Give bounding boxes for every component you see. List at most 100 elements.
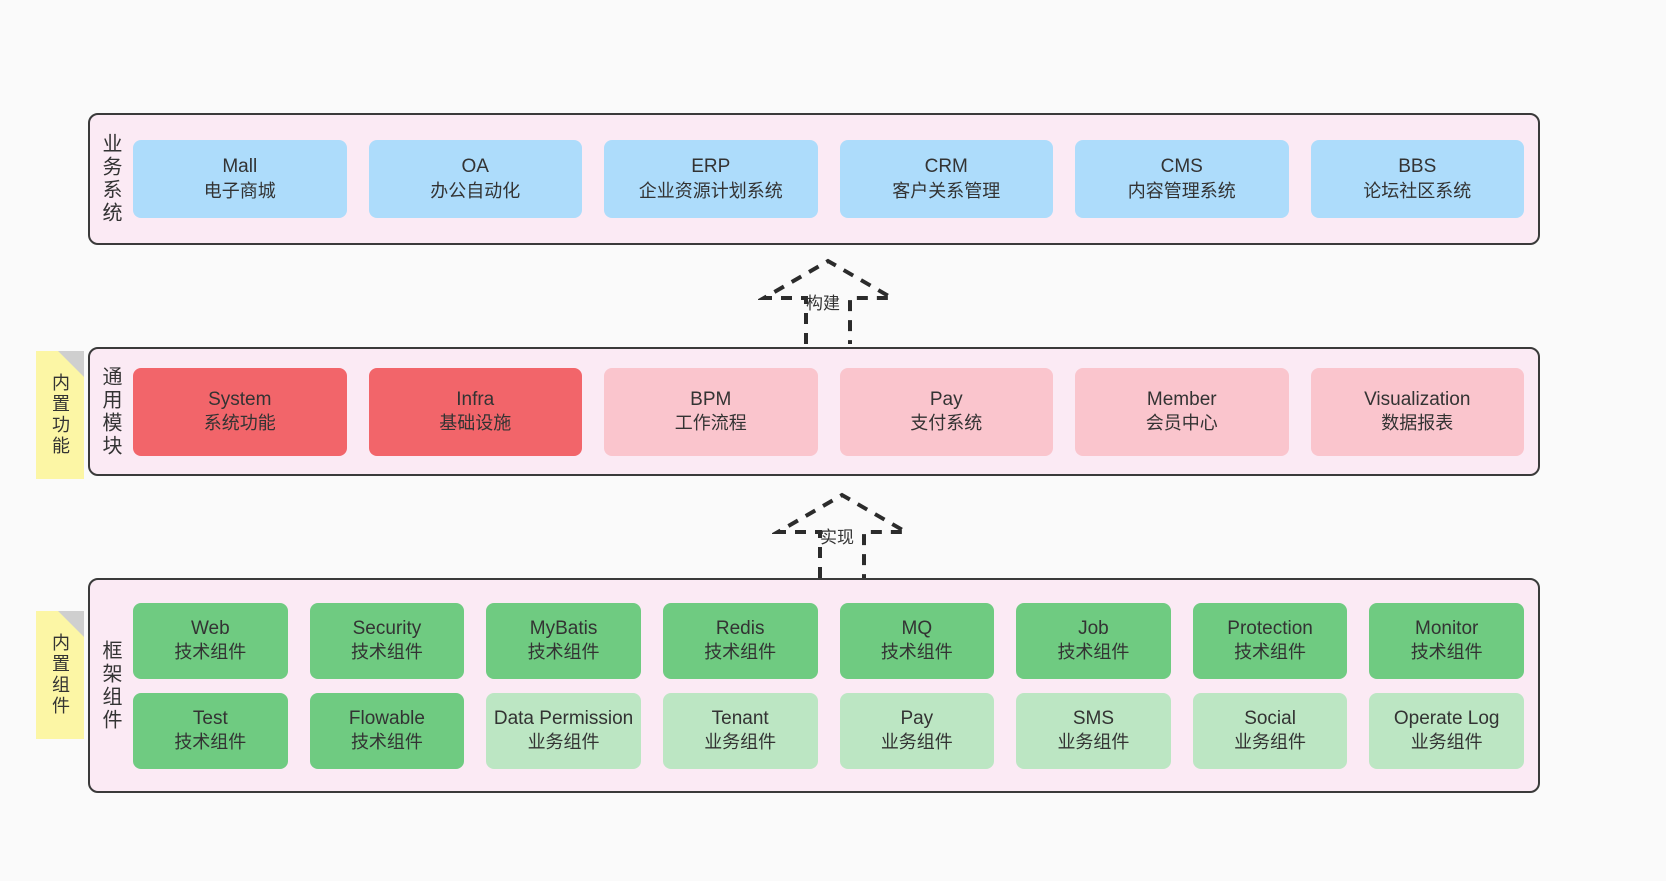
build-arrow-icon — [756, 258, 900, 344]
card-title-en: SMS — [1072, 707, 1115, 729]
card-system[interactable]: System 系统功能 — [133, 367, 347, 456]
card-bbs[interactable]: BBS 论坛社区系统 — [1310, 140, 1524, 218]
card-title-cn: 技术组件 — [350, 732, 423, 753]
card-title-cn: 业务组件 — [880, 732, 953, 753]
card-security[interactable]: Security 技术组件 — [309, 602, 465, 679]
connector-implement-label: 实现 — [820, 528, 854, 547]
card-bpm[interactable]: BPM 工作流程 — [604, 367, 818, 456]
card-social[interactable]: Social 业务组件 — [1192, 692, 1348, 769]
card-title-cn: 业务组件 — [1410, 732, 1483, 753]
card-title-en: Flowable — [348, 707, 425, 729]
sticky-note-label: 内置功能 — [50, 373, 70, 457]
card-title-cn: 技术组件 — [1057, 642, 1130, 663]
implement-arrow-icon — [770, 492, 914, 578]
card-title-en: ERP — [691, 156, 731, 178]
card-tenant[interactable]: Tenant 业务组件 — [662, 692, 818, 769]
card-title-cn: 技术组件 — [1410, 642, 1483, 663]
card-title-cn: 业务组件 — [1057, 732, 1130, 753]
card-title-en: BBS — [1398, 156, 1437, 178]
card-title-en: Infra — [456, 388, 495, 410]
card-job[interactable]: Job 技术组件 — [1016, 602, 1171, 679]
layer-title-framework-components: 框架组件 — [99, 639, 121, 732]
card-title-en: Pay — [900, 707, 934, 729]
card-title-cn: 论坛社区系统 — [1363, 180, 1472, 201]
card-monitor[interactable]: Monitor 技术组件 — [1369, 602, 1524, 679]
card-sms[interactable]: SMS 业务组件 — [1016, 692, 1171, 769]
card-row: Mall 电子商城 OA 办公自动化 ERP 企业资源计划系统 CRM 客户关系… — [133, 140, 1524, 218]
card-web[interactable]: Web 技术组件 — [133, 602, 288, 679]
card-title-cn: 企业资源计划系统 — [638, 180, 783, 201]
card-data-permission[interactable]: Data Permission 业务组件 — [486, 692, 641, 769]
card-title-cn: 支付系统 — [910, 413, 983, 434]
sticky-fold-corner-icon — [58, 611, 84, 637]
card-flowable[interactable]: Flowable 技术组件 — [309, 692, 465, 769]
card-title-cn: 内容管理系统 — [1127, 180, 1236, 201]
card-title-cn: 办公自动化 — [430, 180, 521, 201]
card-title-en: Web — [190, 617, 230, 639]
card-title-cn: 技术组件 — [350, 642, 423, 663]
card-mybatis[interactable]: MyBatis 技术组件 — [486, 602, 641, 679]
card-title-en: OA — [461, 156, 489, 178]
card-mall[interactable]: Mall 电子商城 — [133, 140, 347, 218]
layer-body-business-systems: Mall 电子商城 OA 办公自动化 ERP 企业资源计划系统 CRM 客户关系… — [129, 115, 1538, 243]
sticky-note-label: 内置组件 — [50, 633, 70, 717]
card-title-en: CMS — [1160, 156, 1203, 178]
card-row-technical: Web 技术组件 Security 技术组件 MyBatis 技术组件 Redi… — [133, 602, 1524, 679]
connector-build-label: 构建 — [806, 294, 840, 313]
card-title-en: Member — [1146, 388, 1217, 410]
card-title-cn: 业务组件 — [1234, 732, 1307, 753]
card-redis[interactable]: Redis 技术组件 — [662, 602, 818, 679]
layer-body-common-modules: System 系统功能 Infra 基础设施 BPM 工作流程 Pay 支付系统… — [129, 349, 1538, 474]
card-title-en: Operate Log — [1393, 707, 1500, 729]
card-title-en: CRM — [924, 156, 968, 178]
card-title-en: MQ — [901, 617, 933, 639]
card-title-en: Redis — [715, 617, 765, 639]
card-title-cn: 业务组件 — [704, 732, 777, 753]
card-row: System 系统功能 Infra 基础设施 BPM 工作流程 Pay 支付系统… — [133, 367, 1524, 456]
card-title-cn: 基础设施 — [439, 413, 512, 434]
card-title-en: Social — [1244, 707, 1296, 729]
layer-title-common-modules: 通用模块 — [99, 365, 121, 458]
layer-common-modules: 通用模块 System 系统功能 Infra 基础设施 BPM 工作流程 Pay… — [88, 347, 1540, 476]
card-cms[interactable]: CMS 内容管理系统 — [1075, 140, 1289, 218]
card-mq[interactable]: MQ 技术组件 — [839, 602, 995, 679]
card-oa[interactable]: OA 办公自动化 — [368, 140, 582, 218]
card-title-en: Monitor — [1415, 617, 1479, 639]
card-title-en: Visualization — [1364, 388, 1471, 410]
card-title-en: Tenant — [711, 707, 769, 729]
card-title-en: Data Permission — [493, 707, 634, 729]
card-title-en: MyBatis — [529, 617, 598, 639]
layer-body-framework-components: Web 技术组件 Security 技术组件 MyBatis 技术组件 Redi… — [129, 580, 1538, 791]
card-test[interactable]: Test 技术组件 — [133, 692, 288, 769]
card-title-en: Job — [1078, 617, 1109, 639]
card-title-cn: 客户关系管理 — [892, 180, 1001, 201]
card-title-en: Test — [192, 707, 228, 729]
card-visualization[interactable]: Visualization 数据报表 — [1310, 367, 1524, 456]
card-infra[interactable]: Infra 基础设施 — [368, 367, 582, 456]
card-title-en: System — [208, 388, 272, 410]
card-erp[interactable]: ERP 企业资源计划系统 — [604, 140, 818, 218]
card-title-cn: 系统功能 — [203, 413, 276, 434]
layer-framework-components: 框架组件 Web 技术组件 Security 技术组件 MyBatis 技术组件… — [88, 578, 1540, 793]
card-crm[interactable]: CRM 客户关系管理 — [839, 140, 1053, 218]
layer-title-business-systems: 业务系统 — [99, 133, 121, 225]
sticky-fold-corner-icon — [58, 351, 84, 377]
sticky-note-builtin-components: 内置组件 — [36, 611, 84, 739]
card-member[interactable]: Member 会员中心 — [1075, 367, 1289, 456]
card-title-en: Pay — [929, 388, 963, 410]
card-title-cn: 会员中心 — [1145, 413, 1218, 434]
connector-implement: 实现 — [770, 492, 914, 578]
card-row-business: Test 技术组件 Flowable 技术组件 Data Permission … — [133, 692, 1524, 769]
card-pay-component[interactable]: Pay 业务组件 — [839, 692, 995, 769]
card-title-en: Protection — [1227, 617, 1313, 639]
card-protection[interactable]: Protection 技术组件 — [1192, 602, 1348, 679]
card-pay[interactable]: Pay 支付系统 — [839, 367, 1053, 456]
card-title-cn: 技术组件 — [1234, 642, 1307, 663]
card-operate-log[interactable]: Operate Log 业务组件 — [1369, 692, 1524, 769]
card-title-en: Mall — [222, 156, 258, 178]
card-title-cn: 技术组件 — [880, 642, 953, 663]
card-title-cn: 数据报表 — [1381, 413, 1454, 434]
card-title-en: BPM — [690, 388, 732, 410]
card-title-cn: 工作流程 — [674, 413, 747, 434]
card-title-en: Security — [352, 617, 422, 639]
